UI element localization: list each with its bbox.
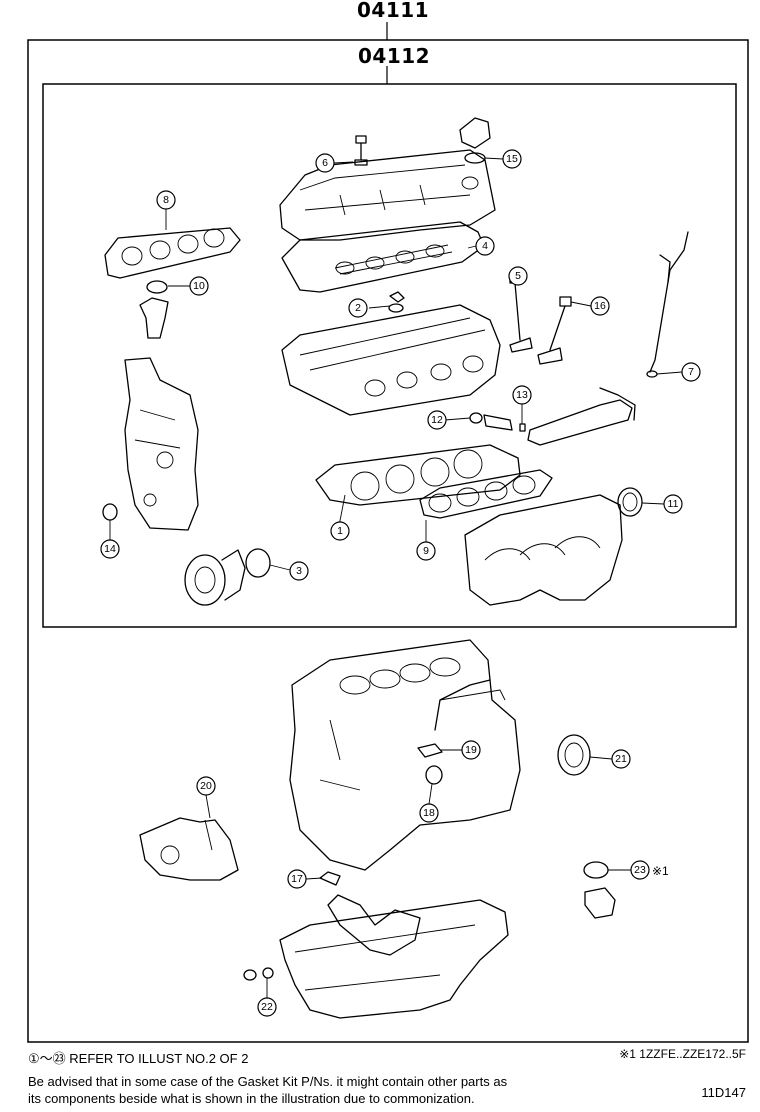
- callout-19: 19: [461, 740, 481, 760]
- callout-number: 9: [423, 545, 429, 557]
- callout-number: 11: [668, 498, 679, 510]
- exhaust-pipe-ring-drawing: [139, 280, 169, 339]
- callout-13: 13: [512, 385, 532, 405]
- valve-drawing: [509, 274, 572, 365]
- callout-number: 14: [104, 543, 116, 555]
- callout-number: 13: [516, 389, 528, 401]
- callout-number: 3: [296, 565, 302, 577]
- head-cover-gasket-drawing: [281, 221, 485, 293]
- callout-12: 12: [427, 410, 447, 430]
- illustration-id: 11D147: [701, 1085, 746, 1100]
- callout-22: 22: [257, 997, 277, 1017]
- intake-manifold-gasket-drawing: [419, 469, 553, 519]
- outer-kit-frame: [27, 39, 749, 1043]
- gasket-19-drawing: [417, 743, 443, 758]
- callout-number: 22: [261, 1001, 273, 1013]
- callout-number: 15: [506, 153, 518, 165]
- callout-21: 21: [611, 749, 631, 769]
- callout-number: 6: [322, 157, 328, 169]
- oil-seal-18-drawing: [425, 765, 443, 785]
- inner-kit-frame: [42, 83, 737, 628]
- cylinder-head-cover-drawing: [279, 149, 496, 241]
- plug-gasket-drawing: [388, 291, 405, 313]
- disclaimer-line-1: Be advised that in some case of the Gask…: [28, 1074, 508, 1089]
- fuel-rail-drawing: [469, 387, 636, 446]
- callout-number: 16: [594, 300, 606, 312]
- callout-number: 18: [423, 807, 435, 819]
- intake-manifold-drawing: [464, 494, 623, 606]
- cylinder-block-drawing: [289, 639, 521, 871]
- callout-number: 21: [615, 753, 627, 765]
- bolt-drawing: [354, 135, 368, 166]
- callout-number: 23: [634, 864, 646, 876]
- callout-7: 7: [681, 362, 701, 382]
- callout-number: 8: [163, 194, 169, 206]
- inner-kit-code: 04112: [358, 44, 431, 68]
- callout-20: 20: [196, 776, 216, 796]
- callout-5: 5: [508, 266, 528, 286]
- callout-15: 15: [502, 149, 522, 169]
- callout-18: 18: [419, 803, 439, 823]
- callout-number: 5: [515, 270, 521, 282]
- callout-number: 4: [482, 240, 488, 252]
- drain-plug-drawing: [243, 967, 274, 981]
- callout-3: 3: [289, 561, 309, 581]
- throttle-gasket-drawing: [617, 487, 643, 517]
- water-pump-drawing: [184, 548, 271, 606]
- callout-11: 11: [663, 494, 683, 514]
- disclaimer-line-2: its components beside what is shown in t…: [28, 1091, 475, 1106]
- oil-strainer-drawing: [319, 871, 421, 956]
- callout-9: 9: [416, 541, 436, 561]
- callout-16: 16: [590, 296, 610, 316]
- cylinder-head-drawing: [281, 304, 501, 416]
- crankshaft-oil-seal-drawing: [557, 734, 591, 776]
- callout-number: 7: [688, 366, 694, 378]
- callout-10: 10: [189, 276, 209, 296]
- callout-number: 17: [291, 873, 303, 885]
- callout-2: 2: [348, 298, 368, 318]
- callout-number: 2: [355, 302, 361, 314]
- timing-chain-cover-drawing: [124, 357, 199, 531]
- callout-number: 19: [465, 744, 477, 756]
- cylinder-head-gasket-drawing: [315, 444, 521, 506]
- callout-number: 10: [193, 280, 205, 292]
- oil-filler-cap-drawing: [459, 117, 491, 164]
- callout-1: 1: [330, 521, 350, 541]
- callout-number: 20: [200, 780, 212, 792]
- callout-8: 8: [156, 190, 176, 210]
- callout-6: 6: [315, 153, 335, 173]
- outer-kit-code: 04111: [357, 0, 430, 22]
- callout-number: 1: [337, 525, 343, 537]
- oil-seal-14-drawing: [102, 503, 118, 521]
- oil-pan-drawing: [279, 899, 509, 1019]
- exhaust-manifold-gasket-drawing: [104, 227, 241, 279]
- callout-14: 14: [100, 539, 120, 559]
- callout-23: 23: [630, 860, 650, 880]
- callout-23-applicability-mark: ※1: [652, 864, 669, 878]
- callout-17: 17: [287, 869, 307, 889]
- oil-pump-cover-drawing: [139, 817, 239, 881]
- callout-number: 12: [431, 414, 443, 426]
- dipstick-guide-drawing: [646, 231, 689, 378]
- refer-note: ①～㉓ REFER TO ILLUST NO.2 OF 2: [28, 1051, 249, 1066]
- callout-4: 4: [475, 236, 495, 256]
- applicability-note: ※1 1ZZFE..ZZE172..5F: [619, 1047, 746, 1061]
